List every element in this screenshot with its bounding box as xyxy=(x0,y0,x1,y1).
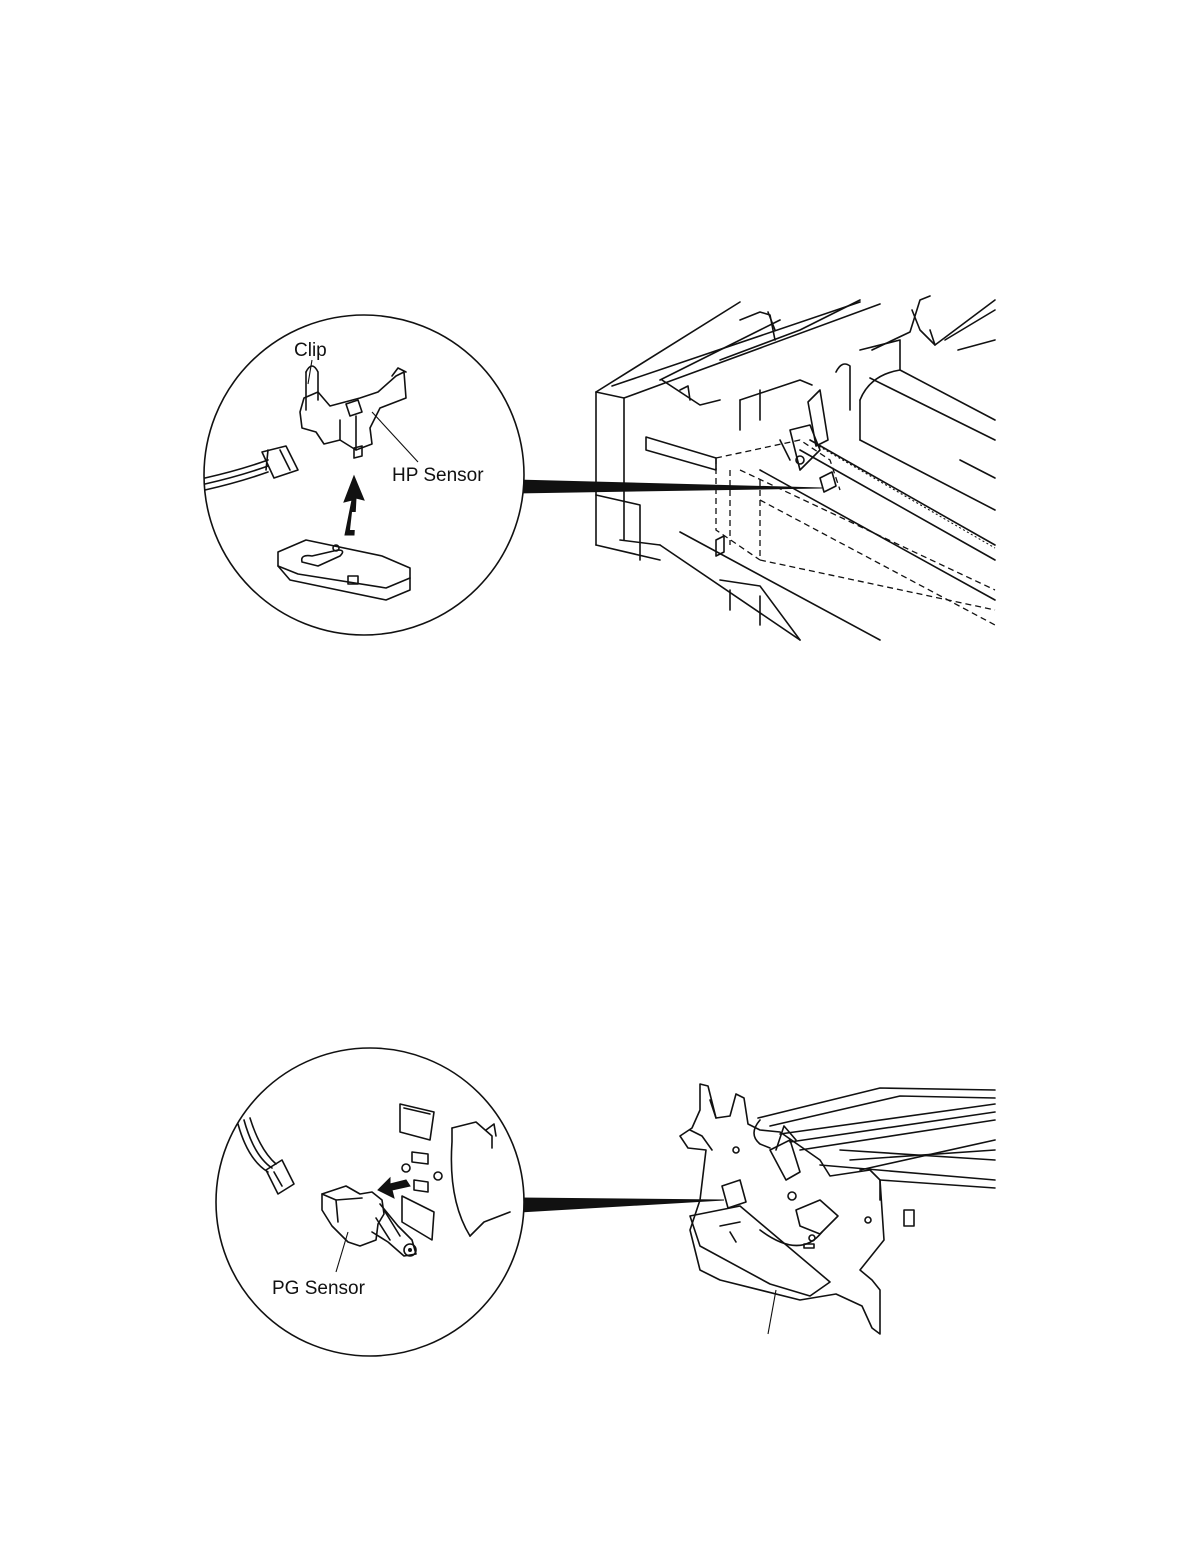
figure-bottom-pg-sensor: PG Sensor xyxy=(216,1048,995,1356)
callout-leader-bottom xyxy=(520,1198,724,1212)
printer-mechanism-top xyxy=(596,296,995,640)
label-clip: Clip xyxy=(294,340,327,361)
figure-top-hp-sensor: Clip HP Sensor xyxy=(204,296,995,640)
magnification-circle-bottom xyxy=(216,1048,524,1356)
label-hp-sensor: HP Sensor xyxy=(392,465,484,486)
callout-leader-top xyxy=(516,480,822,493)
label-pg-sensor: PG Sensor xyxy=(272,1278,366,1299)
printer-frame-bottom xyxy=(680,1084,995,1334)
